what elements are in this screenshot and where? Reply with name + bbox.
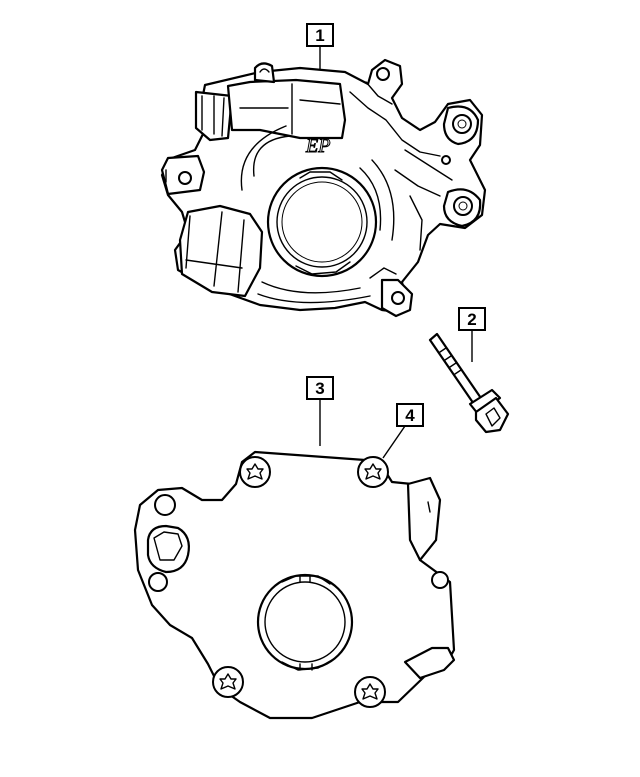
callout-3[interactable]: 3 (306, 376, 334, 446)
callout-4-box (396, 403, 424, 427)
callout-1[interactable]: 1 (306, 23, 334, 70)
flange-bolt-icon (428, 332, 510, 434)
callout-4[interactable]: 4 (382, 403, 424, 459)
callout-4-label: 4 (405, 406, 415, 425)
embossed-logo: EP (305, 135, 330, 157)
callout-2-label: 2 (467, 310, 476, 329)
callout-2[interactable]: 2 (458, 307, 486, 362)
callout-4-leader (382, 425, 406, 459)
callout-3-label: 3 (315, 379, 324, 398)
callout-1-label: 1 (315, 26, 324, 45)
oil-pump-housing-icon: EP (160, 58, 487, 318)
cover-plate-icon (133, 450, 456, 720)
torx-screw-icon (219, 463, 382, 700)
